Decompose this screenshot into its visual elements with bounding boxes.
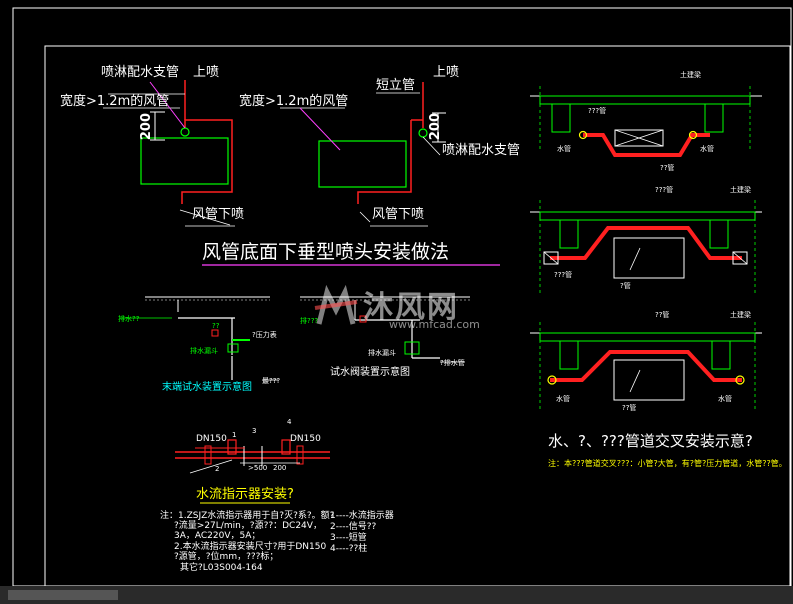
label-short-riser: 短立管 <box>376 78 416 93</box>
label-pipe-c: ???管 <box>554 271 573 279</box>
flow-legend-item: 4----??柱 <box>330 544 368 554</box>
label-lower-spray-2: 风管下喷 <box>372 207 425 222</box>
end-test-label-c: ?压力表 <box>252 331 277 339</box>
horizontal-scrollbar[interactable] <box>0 586 793 604</box>
valve-test-label-c: ?排水管 <box>440 359 465 367</box>
duct-2 <box>318 140 407 188</box>
label-top-slab-1: 土建梁 <box>680 71 701 79</box>
flow-note-line: 其它?L03S004-164 <box>180 563 263 573</box>
label-upper-spray-1: 上喷 <box>193 65 220 80</box>
flow-legend-item: 3----短管 <box>330 533 367 543</box>
watermark: 沐风网 www.mfcad.com <box>313 280 483 336</box>
label-pipe-b: ???管 <box>655 186 674 194</box>
flow-note-line: 2.本水流指示器安装尺寸?用于DN150 <box>174 542 327 552</box>
flow-num-1: 1 <box>232 431 237 439</box>
scrollbar-thumb[interactable] <box>8 590 118 600</box>
crossing-diagram-1 <box>530 86 762 157</box>
label-water-pipe-b: 水管 <box>700 145 714 153</box>
valve-test-caption: 试水阀装置示意图 <box>330 367 410 378</box>
flow-legend-item: 1----水流指示器 <box>330 511 394 521</box>
flow-num-2: 2 <box>215 465 220 473</box>
watermark-url: www.mfcad.com <box>389 318 480 331</box>
flow-dn-right: DN150 <box>290 434 321 444</box>
label-duct-b: ?管 <box>620 282 631 290</box>
flow-note-line: ?源管，?位mm，???标； <box>174 552 279 562</box>
crossing-diagram-3 <box>530 322 762 410</box>
label-water-pipe-a: 水管 <box>557 145 571 153</box>
pipe-1 <box>181 119 233 204</box>
flow-note-line: 注：1.ZSJZ水流指示器用于自?灭?系?。额? <box>160 511 335 521</box>
watermark-name: 沐风网 <box>363 290 459 325</box>
flow-num-4: 4 <box>287 418 292 426</box>
flow-indicator-diagram <box>175 439 330 504</box>
end-test-label-a: 排水?? <box>118 315 140 323</box>
end-test-caption: 末端试水装置示意图 <box>162 382 252 393</box>
valve-test-label-b: 排水漏斗 <box>368 349 396 357</box>
label-branch-pipe-2: 喷淋配水支管 <box>442 143 521 158</box>
end-test-device-diagram <box>120 296 278 381</box>
label-lower-spray-1: 风管下喷 <box>192 207 245 222</box>
label-duct-width-1: 宽度>1.2m的风管 <box>60 94 170 109</box>
label-upper-spray-2: 上喷 <box>433 65 460 80</box>
dim-1: 200 <box>139 113 154 141</box>
label-top-slab-2: 土建梁 <box>730 186 751 194</box>
label-top-slab-3: 土建梁 <box>730 311 751 319</box>
watermark-logo-icon <box>314 284 358 325</box>
right-diagram-note: 注：本???管道交叉???：小管?大管，有?管?压力管道，水管??管。 <box>548 459 787 468</box>
flow-note-line: 3A，AC220V，5A； <box>174 531 261 541</box>
flow-title: 水流指示器安装? <box>196 487 294 502</box>
label-branch-pipe-1: 喷淋配水支管 <box>101 65 180 80</box>
flow-note-line: ?流量>27L/min，?源??：DC24V， <box>174 521 322 531</box>
left-diagram-title: 风管底面下垂型喷头安装做法 <box>202 241 450 263</box>
crossing-diagram-2 <box>530 200 762 295</box>
flow-legend-item: 2----信号?? <box>330 522 377 532</box>
flow-dim-b: 200 <box>273 464 287 472</box>
right-diagram-title: 水、?、???管道交叉安装示意? <box>548 432 753 450</box>
label-pipe-a: ???管 <box>588 107 607 115</box>
label-water-pipe-c: 水管 <box>556 395 570 403</box>
label-water-pipe-d: 水管 <box>718 395 732 403</box>
end-test-label-b: ?? <box>212 322 220 330</box>
label-pipe-d: ??管 <box>655 311 670 319</box>
label-duct-width-2: 宽度>1.2m的风管 <box>239 94 349 109</box>
dim-2: 200 <box>428 113 443 141</box>
flow-dim-a: >500 <box>248 464 268 472</box>
label-duct-c: ??管 <box>622 404 637 412</box>
duct-1 <box>140 137 229 185</box>
valve-test-label-a: 排??? <box>300 317 319 325</box>
flow-num-3: 3 <box>252 427 257 435</box>
label-duct-a: ??管 <box>660 164 675 172</box>
end-test-label-e: 最??? <box>262 377 281 385</box>
flow-dn-left: DN150 <box>196 434 227 444</box>
end-test-label-d: 排水漏斗 <box>190 347 218 355</box>
